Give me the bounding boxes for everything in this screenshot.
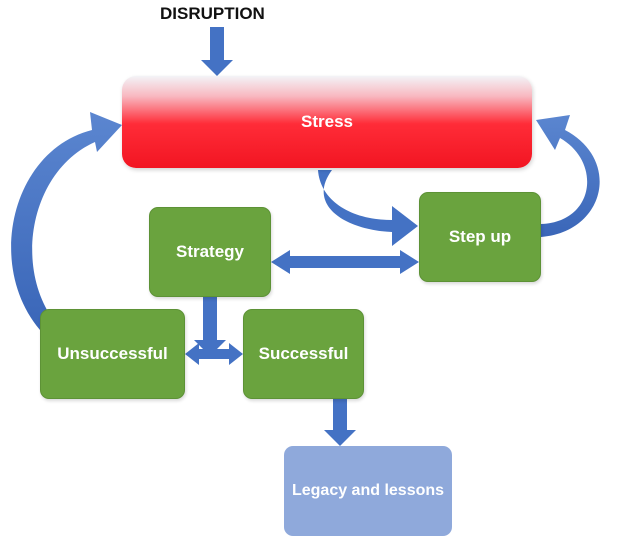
stepup-to-stress-arrow <box>536 115 600 237</box>
successful-to-legacy-arrow <box>324 399 356 446</box>
successful-label: Successful <box>258 344 349 363</box>
strategy-stepup-double-arrow <box>271 250 419 274</box>
stress-node: Stress <box>122 76 532 168</box>
disruption-label: DISRUPTION <box>160 4 265 23</box>
unsuccessful-successful-double-arrow <box>185 343 243 365</box>
unsuccessful-to-stress-arrow <box>11 112 122 330</box>
stress-to-stepup-arrow <box>318 170 418 246</box>
successful-node: Successful <box>243 309 364 399</box>
legacy-label: Legacy and lessons <box>291 482 445 499</box>
stress-label: Stress <box>301 112 353 131</box>
step-up-label: Step up <box>448 227 512 246</box>
unsuccessful-label: Unsuccessful <box>57 344 168 363</box>
unsuccessful-node: Unsuccessful <box>40 309 185 399</box>
strategy-label: Strategy <box>175 242 245 261</box>
disruption-to-stress-arrow <box>201 27 233 76</box>
legacy-and-lessons-node: Legacy and lessons <box>284 446 452 536</box>
strategy-node: Strategy <box>149 207 271 297</box>
step-up-node: Step up <box>419 192 541 282</box>
strategy-down-arrow <box>194 297 226 356</box>
